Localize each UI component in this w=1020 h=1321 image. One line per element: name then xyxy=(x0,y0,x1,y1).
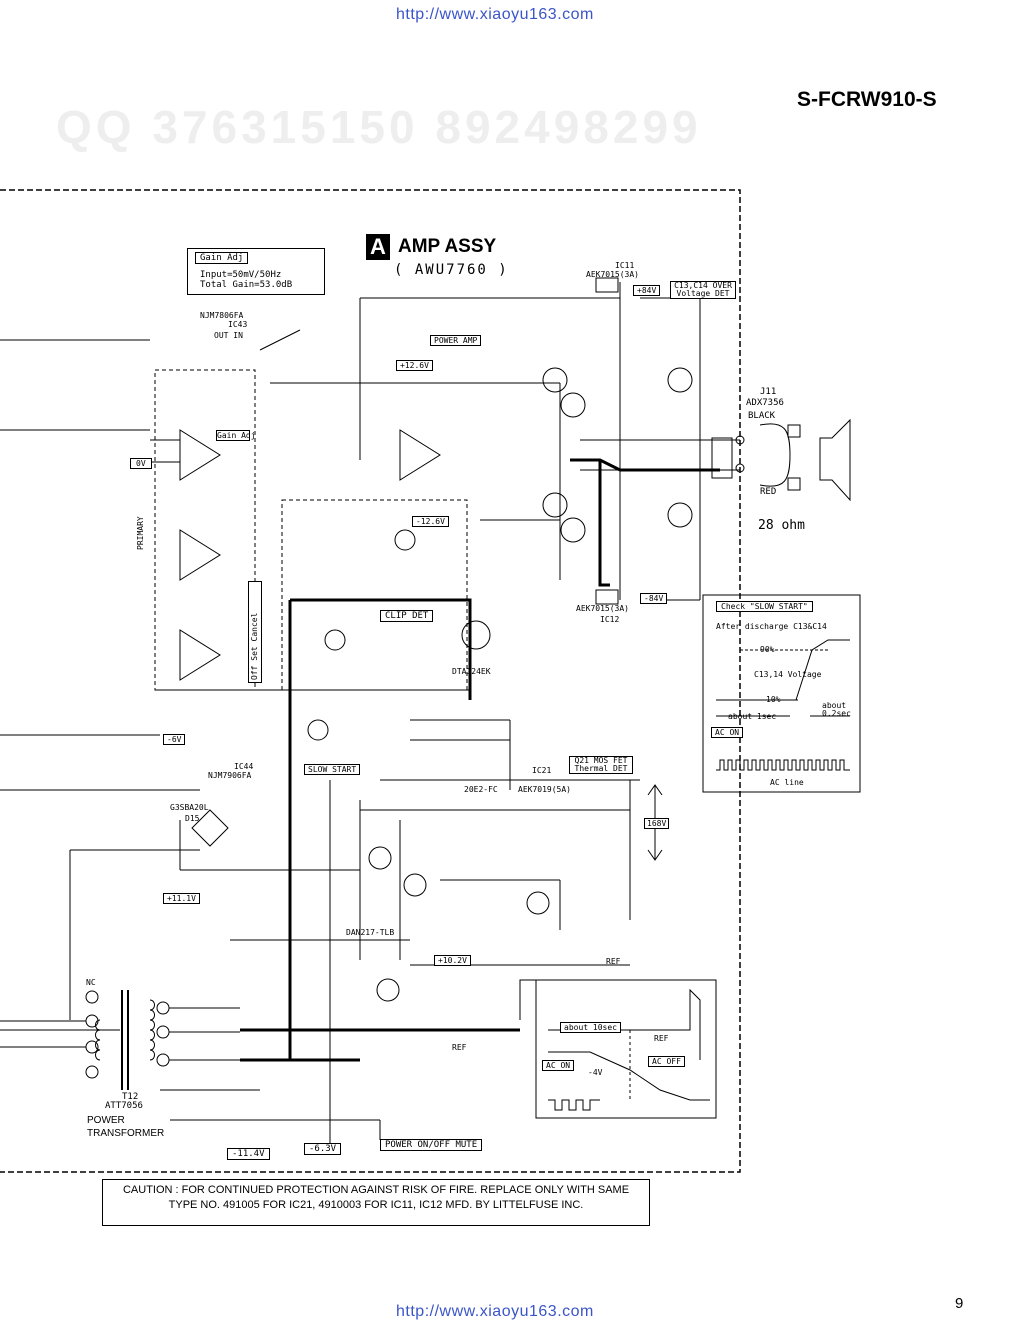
slow-start-about1: about 1sec xyxy=(728,712,777,721)
label-20e2-fc: 20E2-FC xyxy=(464,785,498,794)
label-ic12: IC12 xyxy=(600,615,620,624)
bottom-url[interactable]: http://www.xiaoyu163.com xyxy=(396,1303,594,1320)
label-offset-cancel: Off Set Cancel xyxy=(250,612,259,680)
label-red: RED xyxy=(760,487,777,497)
label-dan217: DAN217-TLB xyxy=(346,928,395,937)
label-minus6v: -6V xyxy=(163,734,186,745)
slow-start-title: Check "SLOW START" xyxy=(716,601,813,612)
label-aek7019: AEK7019(5A) xyxy=(518,785,571,794)
label-minus11-4v: -11.4V xyxy=(227,1148,270,1160)
label-njm7806: NJM7806FA xyxy=(200,311,244,320)
label-ic21: IC21 xyxy=(532,766,552,775)
label-offset-cancel-box: Off Set Cancel xyxy=(248,581,262,683)
label-minus12-6v: -12.6V xyxy=(412,516,449,527)
label-dta124ek: DTA124EK xyxy=(452,667,491,676)
label-adx7356: ADX7356 xyxy=(746,398,784,408)
label-168v: 168V xyxy=(644,818,670,829)
caution-line1: CAUTION : FOR CONTINUED PROTECTION AGAIN… xyxy=(122,1184,630,1196)
label-minus4v: -4V xyxy=(588,1068,603,1077)
label-plus10-2v: +10.2V xyxy=(434,955,471,966)
label-d15: D15 xyxy=(185,814,200,823)
label-ref-wave: REF xyxy=(654,1034,669,1043)
label-gain-adj-vr: Gain Adj xyxy=(216,430,256,441)
label-g3sba20l: G3SBA20L xyxy=(170,803,209,812)
section-subtitle: ( AWU7760 ) xyxy=(394,262,509,278)
section-badge: A xyxy=(366,234,390,260)
label-28-ohm: 28 ohm xyxy=(758,518,805,533)
label-zero-v: 0V xyxy=(130,458,152,469)
section-title: AMP ASSY xyxy=(398,236,497,257)
label-aek7015-top: AEK7015(3A) xyxy=(586,270,639,279)
caution-line2: TYPE NO. 491005 FOR IC21, 4910003 FOR IC… xyxy=(168,1199,584,1211)
label-transformer: TRANSFORMER xyxy=(87,1128,165,1139)
label-black: BLACK xyxy=(748,411,776,421)
slow-start-ac-on: AC ON xyxy=(711,727,744,738)
label-ic11: IC11 xyxy=(615,261,635,270)
label-ic44: IC44 xyxy=(234,762,254,771)
slow-start-voltage: C13,14 Voltage xyxy=(754,670,822,679)
page-number: 9 xyxy=(955,1295,964,1312)
label-minus84v: -84V xyxy=(640,593,668,604)
gain-adj-input: Input=50mV/50Hz xyxy=(200,270,282,280)
label-power: POWER xyxy=(87,1115,125,1126)
label-q21-mos-fet: Q21 MOS FET Thermal DET xyxy=(569,756,633,774)
model-number: S-FCRW910-S xyxy=(797,88,937,111)
label-minus6-3v: -6.3V xyxy=(304,1143,342,1155)
label-out-in-top: OUT IN xyxy=(214,331,243,340)
watermark-text: QQ 376315150 892498299 xyxy=(56,101,702,153)
label-slow-start: SLOW START xyxy=(304,764,361,775)
label-primary: PRIMARY xyxy=(136,516,145,550)
label-nc: NC xyxy=(86,978,96,987)
slow-start-90pct: 90% xyxy=(760,645,775,654)
slow-start-about02: about 0.2sec xyxy=(822,701,851,718)
label-aek7015-bot: AEK7015(3A) xyxy=(576,604,629,613)
slow-start-line1: After discharge C13&C14 xyxy=(716,622,827,631)
label-power-amp: POWER AMP xyxy=(430,335,482,346)
label-plus11-1v: +11.1V xyxy=(163,893,200,904)
label-t12: T12 xyxy=(122,1092,139,1102)
label-ref-top: REF xyxy=(606,957,621,966)
label-ic43: IC43 xyxy=(228,320,248,329)
label-about-10sec: about 10sec xyxy=(560,1022,621,1033)
label-power-mute: POWER ON/OFF MUTE xyxy=(380,1139,483,1151)
label-over-voltage: C13,C14 OVER Voltage DET xyxy=(670,281,736,299)
top-url[interactable]: http://www.xiaoyu163.com xyxy=(396,6,594,23)
label-att7056: ATT7056 xyxy=(105,1101,143,1111)
slow-start-10pct: 10% xyxy=(766,695,781,704)
gain-adj-box: Gain Adj Input=50mV/50Hz Total Gain=53.0… xyxy=(187,248,325,295)
label-j11: J11 xyxy=(760,387,777,397)
caution-box: CAUTION : FOR CONTINUED PROTECTION AGAIN… xyxy=(102,1179,650,1226)
gain-adj-total: Total Gain=53.0dB xyxy=(200,280,293,290)
label-plus84v: +84V xyxy=(633,285,661,296)
label-njm7906: NJM7906FA xyxy=(208,771,252,780)
label-ref-mid: REF xyxy=(452,1043,467,1052)
label-ac-on-wave: AC ON xyxy=(542,1060,575,1071)
label-plus12-6v: +12.6V xyxy=(396,360,433,371)
label-ac-off: AC OFF xyxy=(648,1056,685,1067)
slow-start-ac-line: AC line xyxy=(770,778,804,787)
gain-adj-title: Gain Adj xyxy=(195,252,249,264)
label-clip-det: CLIP DET xyxy=(380,610,434,622)
